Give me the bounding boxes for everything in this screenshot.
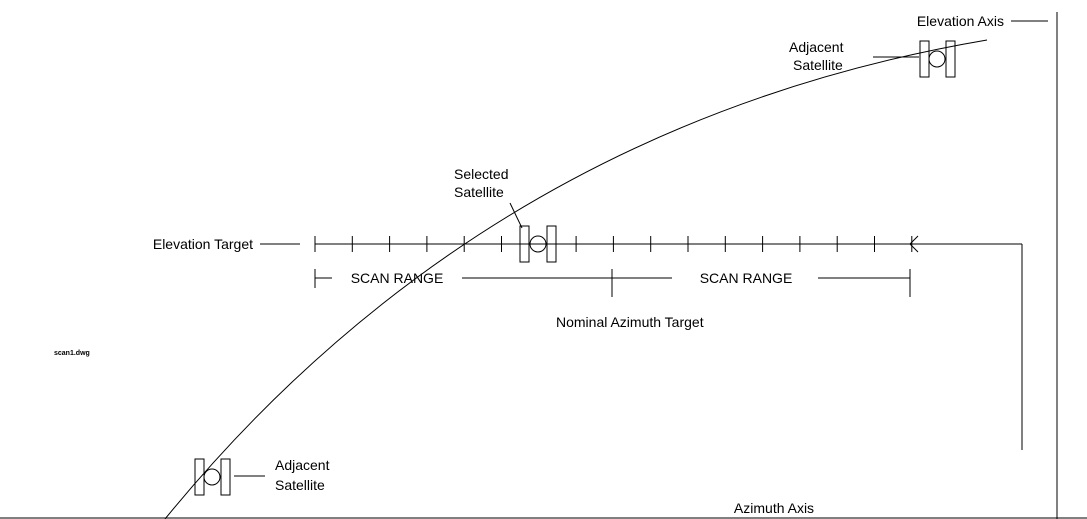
selected-satellite-label-line2: Satellite	[454, 184, 504, 200]
adjacent-satellite-top-label-line2: Satellite	[793, 57, 843, 73]
satellite-arc	[164, 39, 988, 519]
nominal-azimuth-target-label: Nominal Azimuth Target	[556, 314, 704, 330]
scan-range-left-label: SCAN RANGE	[351, 270, 444, 286]
azimuth-axis-label: Azimuth Axis	[734, 500, 814, 516]
elevation-target-ticks	[314, 236, 913, 252]
adjacent-satellite-bottom-label-line2: Satellite	[275, 477, 325, 493]
adjacent-satellite-bottom-symbol	[194, 458, 231, 496]
adjacent-satellite-top-symbol	[919, 40, 956, 78]
scan-range-right-label: SCAN RANGE	[700, 270, 793, 286]
adjacent-satellite-bottom-label-line1: Adjacent	[275, 457, 330, 473]
selected-satellite-symbol	[519, 225, 557, 263]
elevation-axis-label: Elevation Axis	[917, 13, 1004, 29]
elevation-target-arrow-upper	[909, 235, 919, 245]
elevation-target-arrow-lower	[909, 243, 919, 253]
selected-satellite-leader	[509, 202, 523, 229]
elevation-target-label: Elevation Target	[153, 236, 253, 252]
file-name-label: scan1.dwg	[54, 350, 90, 357]
selected-satellite-label-line1: Selected	[454, 166, 508, 182]
adjacent-satellite-top-label-line1: Adjacent	[789, 39, 844, 55]
